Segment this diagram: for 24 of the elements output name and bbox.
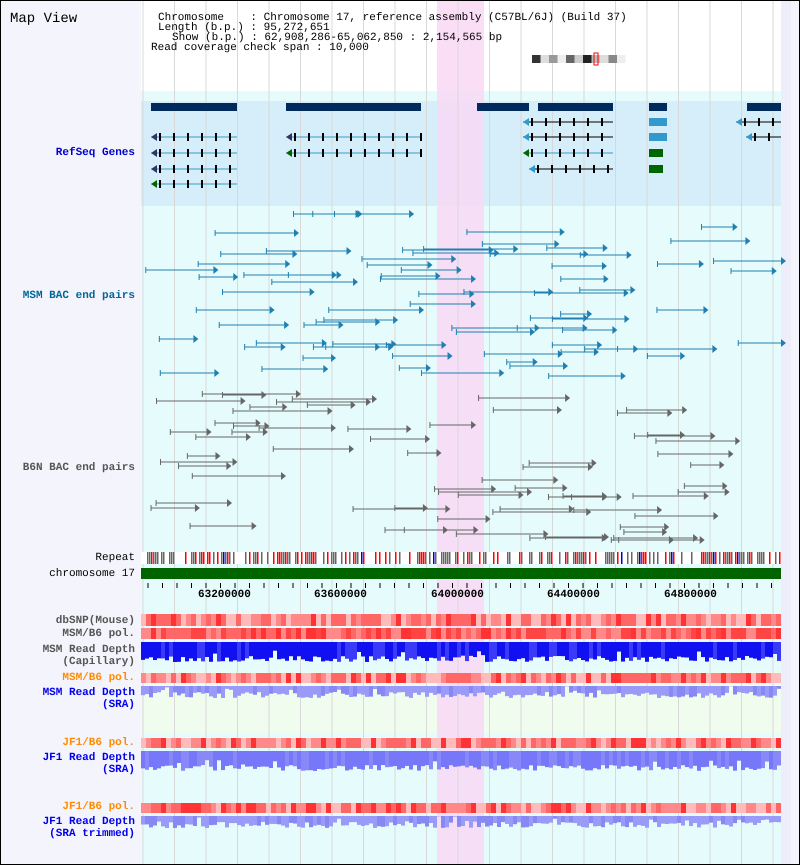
track-label: MSM Read Depth (Capillary) [42,644,135,668]
track-label: MSM Read Depth (SRA) [42,687,135,711]
track-label: JF1 Read Depth (SRA) [42,752,135,776]
tick-label: 64400000 [547,589,600,601]
tick-label: 64000000 [431,589,484,601]
tick-label: 63600000 [314,589,367,601]
track-label: B6N BAC end pairs [22,462,135,474]
info-text: Chromosome : Chromosome 17, reference assembly (C57BL/6J) (Build 37) [158,13,627,23]
panel-title: Map View [10,11,78,27]
track-label: JF1/B6 pol. [61,801,135,813]
info-text: Length (b.p.) : 95,272,651 [158,23,330,33]
track-label: RefSeq Genes [54,147,135,159]
track-label: MSM/B6 pol. [61,628,135,640]
track-label: dbSNP(Mouse) [54,615,135,627]
track-label: Repeat [94,552,135,564]
track-label: JF1/B6 pol. [61,737,135,749]
info-text: Show (b.p.) : 62,908,286-65,062,850 : 2,154,565 bp [172,33,502,43]
tick-label: 63200000 [198,589,251,601]
track-label: chromosome 17 [48,568,135,580]
track-label: JF1 Read Depth (SRA trimmed) [42,816,135,840]
info-text: Read coverage check span : 10,000 [151,43,369,53]
track-label: MSM/B6 pol. [61,672,135,684]
tick-label: 64800000 [664,589,717,601]
track-label: MSM BAC end pairs [22,290,135,302]
